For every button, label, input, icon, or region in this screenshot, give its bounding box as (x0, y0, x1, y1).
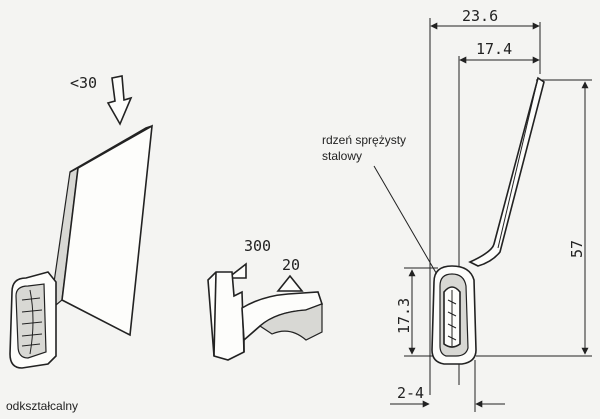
left-lip-top-edge (69, 125, 153, 173)
left-lip-front (61, 124, 153, 337)
right-dim-width-inner: 17.4 (476, 40, 512, 58)
right-lip (468, 76, 545, 267)
right-dim-gap: 2-4 (397, 384, 424, 402)
right-callout-line1: rdzeń sprężysty (322, 133, 406, 147)
right-figure: 23.6 17.4 57 17.3 2-4 rdzeń sprężysty st… (322, 7, 592, 412)
middle-profile-post (207, 271, 245, 361)
right-callout-line2: stalowy (322, 149, 362, 163)
right-lip-inner-edge (497, 77, 539, 249)
middle-force-20-label: 20 (282, 256, 300, 274)
left-force-arrow-icon (106, 75, 133, 126)
middle-profile-arm-side (259, 303, 323, 341)
middle-force-300-label: 300 (244, 237, 271, 255)
left-clamp-inner (15, 283, 47, 359)
right-dim-width-total: 23.6 (462, 7, 498, 25)
left-caption: odkształcalny (6, 399, 78, 413)
middle-post-edge (213, 271, 217, 357)
right-callout-leader (373, 165, 447, 291)
middle-figure: 300 20 (207, 237, 324, 361)
left-figure: <30 odkształcalny (6, 74, 153, 413)
left-force-label: <30 (70, 74, 97, 92)
right-dim-height-total: 57 (568, 240, 586, 258)
middle-force-20-arrow-icon (276, 274, 304, 292)
right-dim-height-ext (476, 79, 592, 357)
left-clamp-core (29, 289, 34, 355)
right-dim-height-base: 17.3 (395, 298, 413, 334)
left-clamp-grip-lines (21, 297, 43, 347)
